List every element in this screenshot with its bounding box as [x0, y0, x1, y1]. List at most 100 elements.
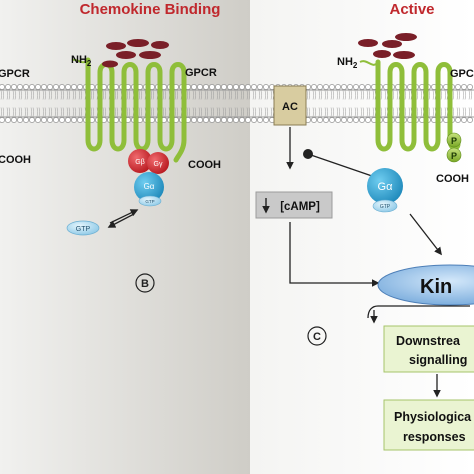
lipid-tail — [30, 90, 34, 100]
inhibition-line — [307, 153, 373, 177]
lipid-tail — [198, 107, 202, 117]
lipid-tail — [342, 107, 346, 117]
lipid-tail — [330, 90, 334, 100]
lipid-head — [5, 84, 11, 90]
gtp-exchange-arrow-out — [107, 213, 135, 228]
lipid-tail — [222, 90, 226, 100]
lipid-tail — [252, 90, 256, 100]
lipid-head — [353, 117, 359, 123]
lipid-head — [251, 84, 257, 90]
gtp-free — [66, 220, 100, 236]
lipid-tail — [6, 107, 10, 117]
lipid-tail — [72, 107, 76, 117]
lipid-tail — [246, 90, 250, 100]
physio-line1: Physiologica — [394, 410, 472, 424]
svg-text:GTP: GTP — [380, 204, 391, 210]
lipid-head — [461, 117, 467, 123]
lipid-tail — [54, 107, 58, 117]
svg-text:Gγ: Gγ — [154, 161, 163, 168]
chemokine-right — [358, 33, 417, 59]
lipid-tail — [246, 107, 250, 117]
lipid-tail — [318, 90, 322, 100]
lipid-head — [335, 117, 341, 123]
lipid-head — [47, 117, 53, 123]
lipid-tail — [150, 90, 154, 100]
cooh-label-left: COOH — [188, 159, 221, 171]
lipid-tail — [234, 90, 238, 100]
lipid-head — [341, 84, 347, 90]
lipid-head — [461, 84, 467, 90]
lipid-tail — [348, 90, 352, 100]
lipid-tail — [462, 107, 466, 117]
lipid-tail — [258, 90, 262, 100]
lipid-tail — [126, 90, 130, 100]
lipid-tail — [264, 107, 268, 117]
lipid-head — [359, 117, 365, 123]
svg-text:Gβ: Gβ — [135, 159, 144, 166]
gpcr-label-left: GPCR — [185, 67, 217, 79]
lipid-tail — [90, 107, 94, 117]
panel-b-label: B — [141, 278, 149, 290]
gpcr-receptor-right — [359, 59, 461, 152]
lipid-tail — [18, 90, 22, 100]
galpha-to-kinase-arrow — [409, 213, 442, 256]
lipid-tail — [456, 90, 460, 100]
lipid-head — [311, 117, 317, 123]
g-alpha-subunit-left — [134, 172, 164, 202]
panel-b-badge — [135, 273, 155, 293]
lipid-head — [71, 117, 77, 123]
lipid-head — [191, 84, 197, 90]
lipid-head — [59, 84, 65, 90]
lipid-tail — [210, 90, 214, 100]
physiological-responses-box: Physiologica responses — [383, 399, 474, 451]
lipid-tail — [36, 90, 40, 100]
gpcr-label-right-edge: GPC — [450, 68, 474, 80]
lipid-head — [77, 117, 83, 123]
lipid-tail — [354, 107, 358, 117]
lipid-tail — [360, 90, 364, 100]
inhibition-end — [303, 149, 313, 159]
lipid-head — [317, 84, 323, 90]
g-alpha-subunit-right — [367, 168, 403, 204]
lipid-head — [77, 84, 83, 90]
lipid-head — [455, 117, 461, 123]
lipid-head — [341, 117, 347, 123]
lipid-head — [5, 117, 11, 123]
lipid-tail — [348, 107, 352, 117]
camp-box: [cAMP] — [255, 191, 333, 219]
lipid-head — [65, 84, 71, 90]
lipid-tail — [66, 90, 70, 100]
lipid-head — [203, 117, 209, 123]
lipid-tail — [312, 90, 316, 100]
lipid-tail — [192, 107, 196, 117]
lipid-head — [209, 117, 215, 123]
lipid-tail — [12, 107, 16, 117]
lipid-head — [227, 84, 233, 90]
lipid-head — [17, 84, 23, 90]
lipid-head — [455, 84, 461, 90]
lipid-head — [197, 84, 203, 90]
lipid-head — [257, 117, 263, 123]
nh2-label-right: NH2 — [337, 56, 358, 70]
gpcr-label-left-edge: GPCR — [0, 68, 30, 80]
lipid-head — [323, 84, 329, 90]
lipid-tail — [312, 107, 316, 117]
lipid-head — [329, 84, 335, 90]
lipid-head — [317, 117, 323, 123]
lipid-head — [221, 84, 227, 90]
lipid-tail — [102, 90, 106, 100]
svg-text:P: P — [451, 151, 457, 161]
g-gamma-subunit — [147, 152, 169, 174]
lipid-tail — [222, 107, 226, 117]
lipid-tail — [216, 90, 220, 100]
lipid-tail — [204, 107, 208, 117]
lipid-head — [17, 117, 23, 123]
lipid-tail — [0, 90, 4, 100]
lipid-tail — [306, 107, 310, 117]
lipid-tail — [138, 90, 142, 100]
lipid-tail — [30, 107, 34, 117]
lipid-head — [53, 117, 59, 123]
kinase: Kin — [377, 264, 474, 306]
lipid-head — [35, 117, 41, 123]
gtp-free-label: GTP — [76, 226, 91, 233]
